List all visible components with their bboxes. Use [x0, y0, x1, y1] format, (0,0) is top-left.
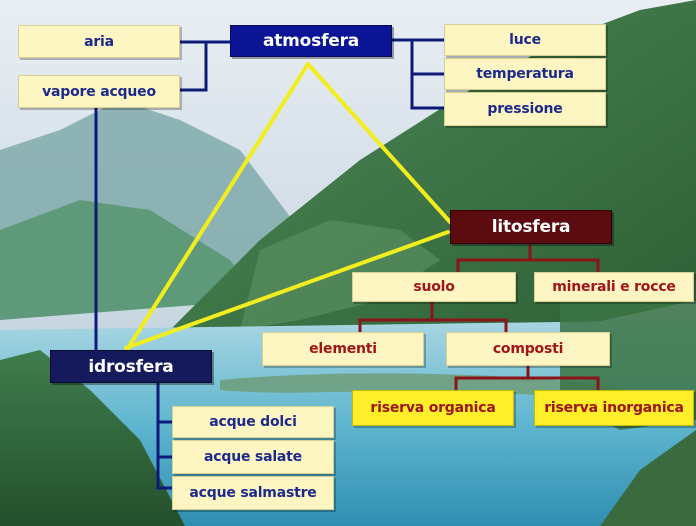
acque-dolci-node: acque dolci [172, 406, 334, 438]
vapore-acqueo-node: vapore acqueo [18, 75, 180, 108]
suolo-node: suolo [352, 272, 516, 302]
litosfera-node: litosfera [450, 210, 612, 244]
elementi-node: elementi [262, 332, 424, 366]
luce-node: luce [444, 24, 606, 56]
minerali-e-rocce-node: minerali e rocce [534, 272, 694, 302]
atmosfera-node: atmosfera [230, 25, 392, 57]
idrosfera-node: idrosfera [50, 350, 212, 383]
riserva-inorganica-node: riserva inorganica [534, 390, 694, 426]
acque-salmastre-node: acque salmastre [172, 476, 334, 510]
aria-node: aria [18, 25, 180, 58]
pressione-node: pressione [444, 92, 606, 126]
composti-node: composti [446, 332, 610, 366]
acque-salate-node: acque salate [172, 440, 334, 474]
riserva-organica-node: riserva organica [352, 390, 514, 426]
temperatura-node: temperatura [444, 58, 606, 90]
